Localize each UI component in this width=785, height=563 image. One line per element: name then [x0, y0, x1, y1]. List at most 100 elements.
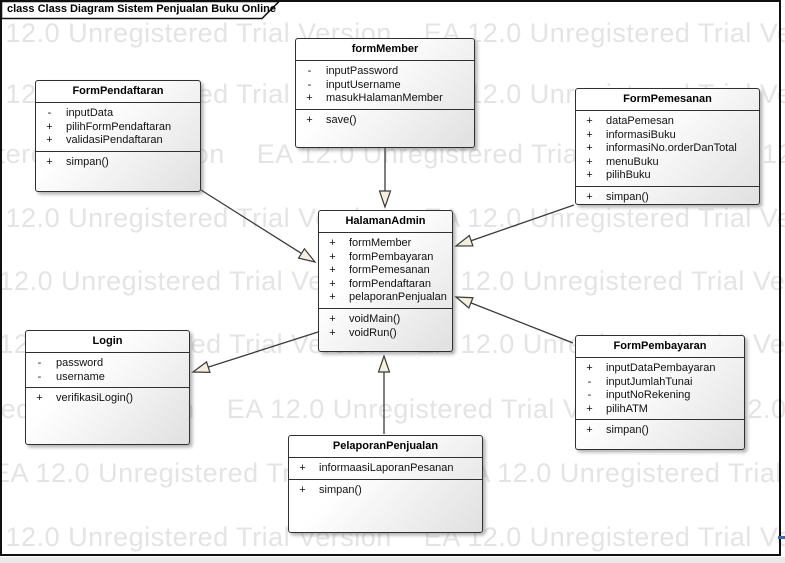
- member-name: simpan(): [606, 190, 649, 203]
- methods-compartment: + simpan(): [576, 420, 744, 449]
- visibility-marker: -: [307, 65, 312, 77]
- member-name: pilihATM: [606, 402, 648, 415]
- visibility-marker: +: [299, 483, 306, 496]
- member-name: inputNoRekening: [606, 389, 691, 402]
- visibility-marker: -: [307, 78, 312, 91]
- class-title-FormPembayaran: FormPembayaran: [576, 336, 744, 358]
- visibility-marker: +: [329, 326, 336, 339]
- member-name: pelaporanPenjualan: [349, 291, 447, 304]
- arrowhead-FormPendaftaran-to-HalamanAdmin: [297, 247, 317, 263]
- member-name: informasiNo.orderDanTotal: [606, 142, 737, 155]
- visibility-marker: +: [586, 155, 593, 168]
- member-attr-HalamanAdmin-2: +formPemesanan: [319, 264, 452, 278]
- visibility-marker: -: [587, 389, 592, 402]
- member-attr-PelaporanPenjualan-0: + informaasiLaporanPesanan: [289, 462, 482, 476]
- class-box-FormPemesanan[interactable]: FormPemesanan+dataPemesan+informasiBuku+…: [575, 88, 760, 205]
- visibility-marker: +: [586, 190, 593, 203]
- member-attr-FormPembayaran-2: - inputNoRekening: [576, 389, 744, 403]
- member-attr-HalamanAdmin-3: +formPendaftaran: [319, 278, 452, 292]
- attributes-compartment: +inputDataPembayaran-inputJumlahTunai-in…: [576, 358, 744, 421]
- visibility-marker: +: [586, 142, 593, 155]
- visibility-marker: -: [37, 357, 42, 369]
- connector-FormPembayaran-to-HalamanAdmin[interactable]: [470, 302, 574, 344]
- methods-compartment: +simpan(): [36, 152, 200, 191]
- attributes-compartment: + informaasiLaporanPesanan: [289, 458, 482, 480]
- connector-HalamanAdmin-to-Login[interactable]: [208, 331, 319, 368]
- member-name: inputDataPembayaran: [606, 362, 716, 374]
- member-name: formMember: [349, 237, 412, 249]
- member-attr-FormPemesanan-3: +menuBuku: [576, 156, 759, 170]
- visibility-marker: +: [329, 250, 336, 263]
- visibility-marker: +: [299, 462, 306, 474]
- member-name: simpan(): [606, 424, 649, 437]
- member-name: voidRun(): [349, 326, 397, 339]
- member-name: inputData: [66, 107, 114, 119]
- member-name: informasiBuku: [606, 128, 676, 141]
- arrowhead-FormPembayaran-to-HalamanAdmin: [454, 296, 474, 309]
- connector-FormPemesanan-to-HalamanAdmin[interactable]: [470, 204, 575, 242]
- methods-compartment: + simpan(): [576, 187, 759, 208]
- member-name: dataPemesan: [606, 115, 674, 127]
- member-attr-FormPemesanan-0: + dataPemesan: [576, 115, 759, 129]
- visibility-marker: +: [586, 128, 593, 141]
- member-name: pilihFormPendaftaran: [66, 120, 172, 133]
- member-method-FormPemesanan-0: + simpan(): [576, 191, 759, 205]
- member-attr-FormPendaftaran-2: + validasiPendaftaran: [36, 134, 200, 148]
- member-attr-formMember-1: -inputUsername: [296, 79, 474, 93]
- class-box-HalamanAdmin[interactable]: HalamanAdmin+formMember+formPembayaran+f…: [318, 210, 453, 352]
- member-method-FormPendaftaran-0: +simpan(): [36, 156, 200, 170]
- visibility-marker: -: [587, 375, 592, 388]
- class-title-FormPemesanan: FormPemesanan: [576, 89, 759, 111]
- arrowhead-formMember-to-HalamanAdmin: [378, 190, 392, 209]
- class-box-formMember[interactable]: formMember-inputPassword-inputUsername+m…: [295, 38, 475, 148]
- visibility-marker: +: [306, 92, 313, 105]
- member-attr-FormPemesanan-1: + informasiBuku: [576, 129, 759, 143]
- class-title-PelaporanPenjualan: PelaporanPenjualan: [289, 436, 482, 458]
- member-attr-formMember-0: -inputPassword: [296, 65, 474, 79]
- arrowhead-PelaporanPenjualan-to-HalamanAdmin: [377, 354, 391, 373]
- member-attr-FormPendaftaran-0: -inputData: [36, 107, 200, 121]
- class-box-FormPembayaran[interactable]: FormPembayaran + inputDataPembayaran - input…: [575, 335, 745, 450]
- visibility-marker: +: [329, 312, 336, 325]
- member-attr-HalamanAdmin-0: + formMember: [319, 237, 452, 251]
- visibility-marker: +: [306, 113, 313, 126]
- attributes-compartment: -inputPassword-inputUsername+masukHalama…: [296, 61, 474, 110]
- member-name: verifikasiLogin(): [56, 392, 134, 405]
- member-name: formPembayaran: [349, 250, 434, 263]
- visibility-marker: +: [329, 291, 336, 304]
- methods-compartment: +voidMain()+voidRun(): [319, 309, 452, 351]
- visibility-marker: +: [46, 134, 53, 147]
- visibility-marker: +: [586, 169, 593, 182]
- class-box-PelaporanPenjualan[interactable]: PelaporanPenjualan + informaasiLaporanPesa…: [288, 435, 483, 533]
- class-box-Login[interactable]: Login-password-username+verifikasiLogin(…: [25, 330, 190, 445]
- attributes-compartment: -inputData + pilihFormPendaftaran+ validasi…: [36, 103, 200, 152]
- member-method-HalamanAdmin-1: + voidRun(): [319, 327, 452, 341]
- member-name: informaasiLaporanPesanan: [319, 462, 454, 474]
- class-box-FormPendaftaran[interactable]: FormPendaftaran-inputData+pilihFormPenda…: [35, 80, 201, 192]
- canvas-outside-strip: [0, 557, 785, 563]
- member-name: save(): [326, 113, 357, 126]
- member-name: formPemesanan: [349, 264, 430, 277]
- member-attr-HalamanAdmin-1: + formPembayaran: [319, 251, 452, 265]
- visibility-marker: +: [329, 237, 336, 249]
- member-method-Login-0: + verifikasiLogin(): [26, 392, 189, 406]
- arrowhead-HalamanAdmin-to-Login: [191, 360, 211, 373]
- visibility-marker: +: [329, 277, 336, 290]
- visibility-marker: +: [586, 115, 593, 127]
- visibility-marker: +: [36, 392, 43, 405]
- attributes-compartment: +formMember+formPembayaran+formPemesanan…: [319, 233, 452, 309]
- member-name: simpan(): [319, 483, 362, 496]
- class-title-Login: Login: [26, 331, 189, 353]
- member-name: inputJumlahTunai: [606, 375, 693, 388]
- attributes-compartment: + dataPemesan + informasiBuku + informasiNo.o…: [576, 111, 759, 187]
- connector-FormPendaftaran-to-HalamanAdmin[interactable]: [200, 189, 302, 255]
- visibility-marker: +: [586, 424, 593, 437]
- member-method-PelaporanPenjualan-0: + simpan(): [289, 484, 482, 498]
- member-attr-FormPembayaran-1: - inputJumlahTunai: [576, 376, 744, 390]
- class-title-HalamanAdmin: HalamanAdmin: [319, 211, 452, 233]
- member-attr-Login-0: -password: [26, 357, 189, 371]
- member-name: validasiPendaftaran: [66, 134, 163, 147]
- member-name: simpan(): [66, 155, 109, 168]
- visibility-marker: -: [37, 370, 42, 383]
